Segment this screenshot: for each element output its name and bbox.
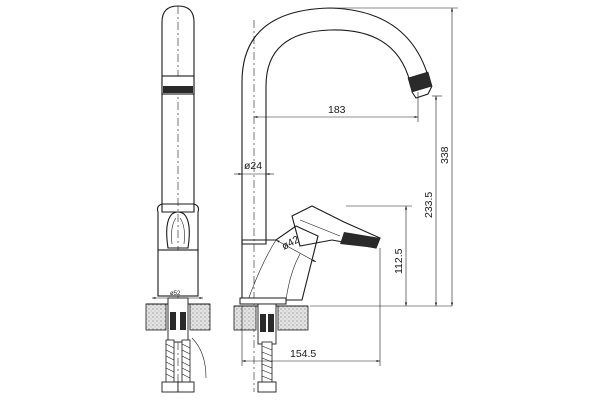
side-gooseneck-spout (241, 7, 429, 245)
side-countertop-left (233, 305, 257, 331)
lever-height-label: 112.5 (393, 248, 405, 274)
side-aerator (407, 71, 433, 93)
front-view: ø52 (145, 5, 211, 393)
front-lower-body (157, 249, 199, 297)
overall-height-label: 338 (439, 146, 451, 164)
side-base-ring (239, 297, 287, 305)
base-diameter-label: ø52 (170, 291, 181, 297)
front-spout-column (161, 5, 195, 213)
body-diameter-label: ø42 (280, 233, 302, 252)
side-hoses (257, 341, 277, 393)
spout-height-label: 233.5 (423, 192, 435, 218)
side-view (233, 7, 433, 393)
spout-diameter-label: ø24 (244, 160, 262, 172)
front-mounting-shank (167, 297, 189, 343)
side-countertop-right (277, 305, 309, 331)
front-lever (166, 211, 190, 249)
base-length-label: 154.5 (290, 348, 316, 360)
front-hoses (161, 339, 195, 393)
front-body (156, 203, 200, 251)
front-countertop-right (189, 303, 211, 331)
dimensions: 183 ø24 ø42 338 233.5 112.5 154.5 (234, 7, 458, 366)
spout-reach-label: 183 (328, 104, 346, 116)
front-countertop-left (145, 303, 167, 331)
side-body (241, 225, 319, 301)
